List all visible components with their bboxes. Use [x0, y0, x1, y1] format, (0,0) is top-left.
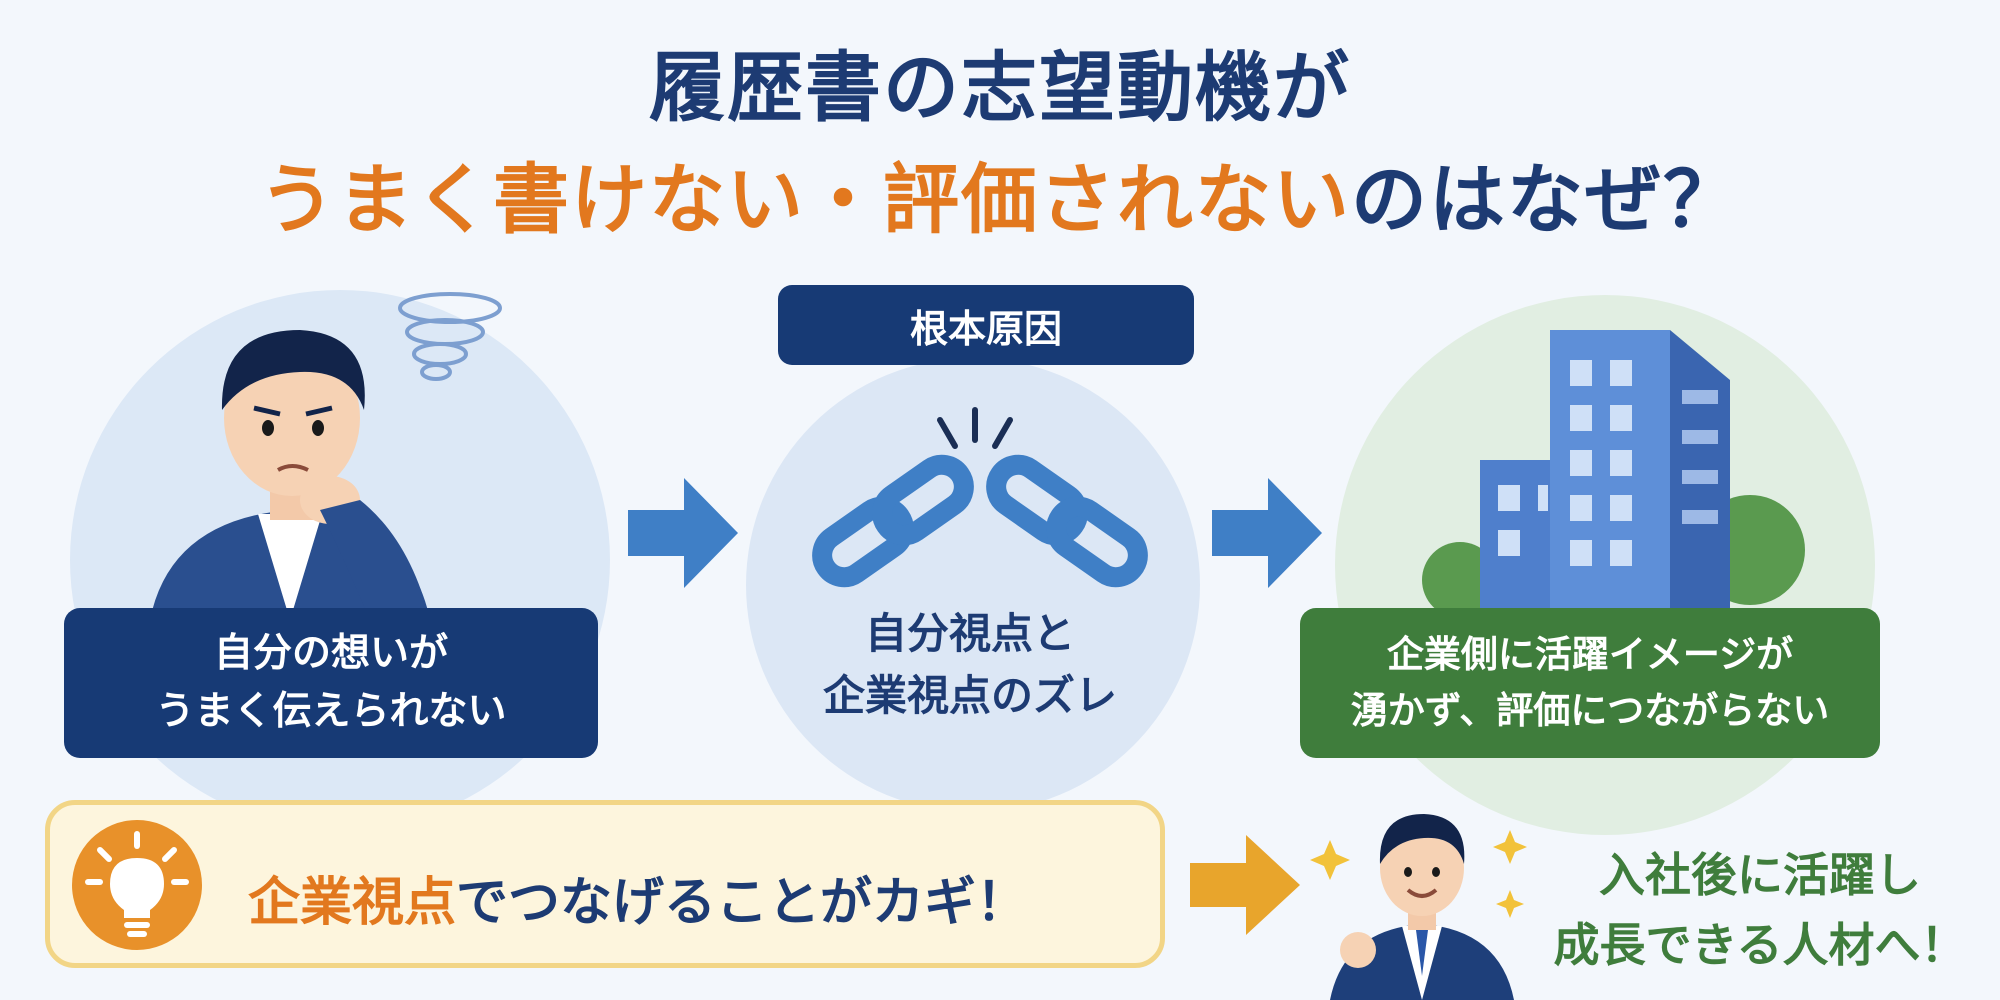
title-highlight: うまく書けない・評価されない: [259, 155, 1351, 244]
right-caption: 企業側に活躍イメージが 湧かず、評価につながらない: [1300, 608, 1880, 758]
right-caption-line-1: 企業側に活躍イメージが: [1386, 633, 1794, 676]
key-message-box: [45, 800, 1165, 968]
title-tail: のはなぜ？: [1351, 155, 1741, 244]
broken-chain-icon: [812, 407, 1148, 588]
result-line-1: 入社後に活躍し: [1599, 848, 1921, 902]
worried-man-icon: [150, 292, 502, 620]
root-cause-tag: 根本原因: [778, 285, 1194, 365]
result-line-2: 成長できる人材へ！: [1553, 918, 1967, 972]
arrow-right-gold-icon: [1190, 835, 1300, 935]
key-highlight: 企業視点: [248, 873, 457, 933]
spark-lines: [937, 407, 1013, 449]
middle-caption-line-1: 自分視点と: [864, 609, 1075, 658]
arrow-right-icon: [1212, 478, 1322, 588]
key-message: 企業視点でつなげることがカギ！: [248, 860, 1028, 935]
title-line-2: うまく書けない・評価されないのはなぜ？: [0, 150, 2000, 250]
lightbulb-icon: [85, 831, 189, 937]
swirl-icon: [398, 292, 502, 381]
left-caption-line-2: うまく伝えられない: [155, 689, 507, 734]
arrow-right-icon: [628, 478, 738, 588]
left-caption: 自分の想いが うまく伝えられない: [64, 608, 598, 758]
confident-man-icon: [1310, 814, 1527, 1000]
middle-caption-line-2: 企業視点のズレ: [822, 671, 1117, 720]
title-line-1: 履歴書の志望動機が: [649, 43, 1351, 132]
middle-caption: 自分視点と 企業視点のズレ: [760, 603, 1180, 727]
key-rest: でつなげることがカギ！: [456, 873, 1029, 933]
sparkle-icon: [1310, 830, 1527, 918]
office-building-icon: [1422, 330, 1805, 618]
left-caption-line-1: 自分の想いが: [213, 631, 448, 676]
right-caption-line-2: 湧かず、評価につながらない: [1350, 689, 1830, 732]
result-text: 入社後に活躍し 成長できる人材へ！: [1530, 840, 1990, 980]
